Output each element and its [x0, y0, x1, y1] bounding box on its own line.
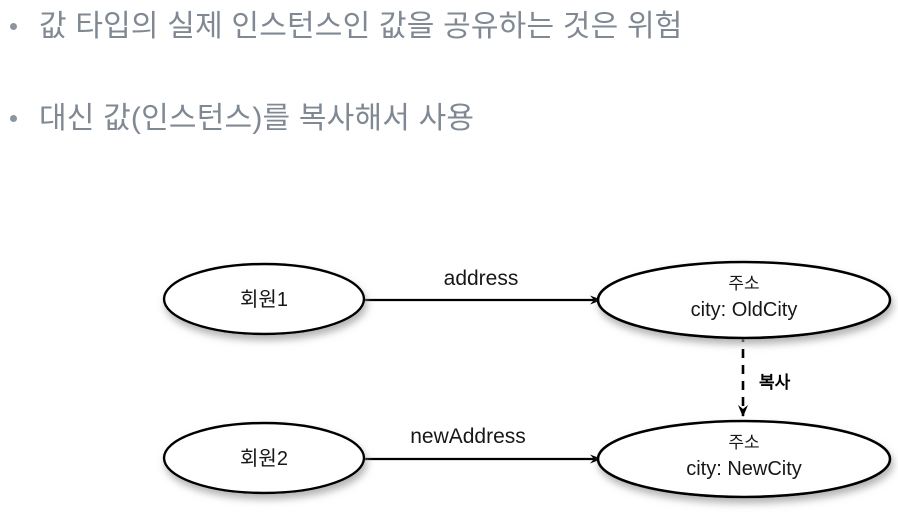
bullet-text: 값 타입의 실제 인스턴스인 값을 공유하는 것은 위험 — [39, 10, 683, 43]
bullet-item: 값 타입의 실제 인스턴스인 값을 공유하는 것은 위험 — [0, 6, 683, 48]
node-address-new-subtitle: city: NewCity — [686, 458, 802, 480]
node-address-new-title: 주소 — [728, 433, 759, 452]
node-address-old-title: 주소 — [728, 274, 759, 293]
bullet-text: 대신 값(인스턴스)를 복사해서 사용 — [39, 102, 475, 135]
bullet-item: 대신 값(인스턴스)를 복사해서 사용 — [0, 98, 474, 140]
edge-copy-label: 복사 — [759, 373, 791, 392]
node-address-old-ellipse — [596, 260, 892, 340]
edge-address-label: address — [444, 267, 519, 290]
node-member1: 회원1 — [162, 262, 366, 336]
node-member2: 회원2 — [162, 421, 366, 495]
edge-copy: 복사 — [738, 333, 791, 417]
edge-new-address-label: newAddress — [410, 425, 526, 448]
bullet-dot-icon — [10, 115, 17, 122]
node-member2-ellipse — [162, 421, 366, 495]
node-address-old: 주소 city: OldCity — [596, 260, 892, 340]
node-address-new: 주소 city: NewCity — [596, 419, 892, 499]
edge-new-address: newAddress — [364, 425, 602, 464]
node-address-new-ellipse — [596, 419, 892, 499]
node-member1-title: 회원1 — [240, 288, 288, 311]
edge-address: address — [364, 267, 602, 305]
bullet-dot-icon — [10, 23, 17, 30]
node-member1-ellipse — [162, 262, 366, 336]
node-address-old-subtitle: city: OldCity — [691, 299, 798, 321]
node-member2-title: 회원2 — [240, 447, 288, 470]
